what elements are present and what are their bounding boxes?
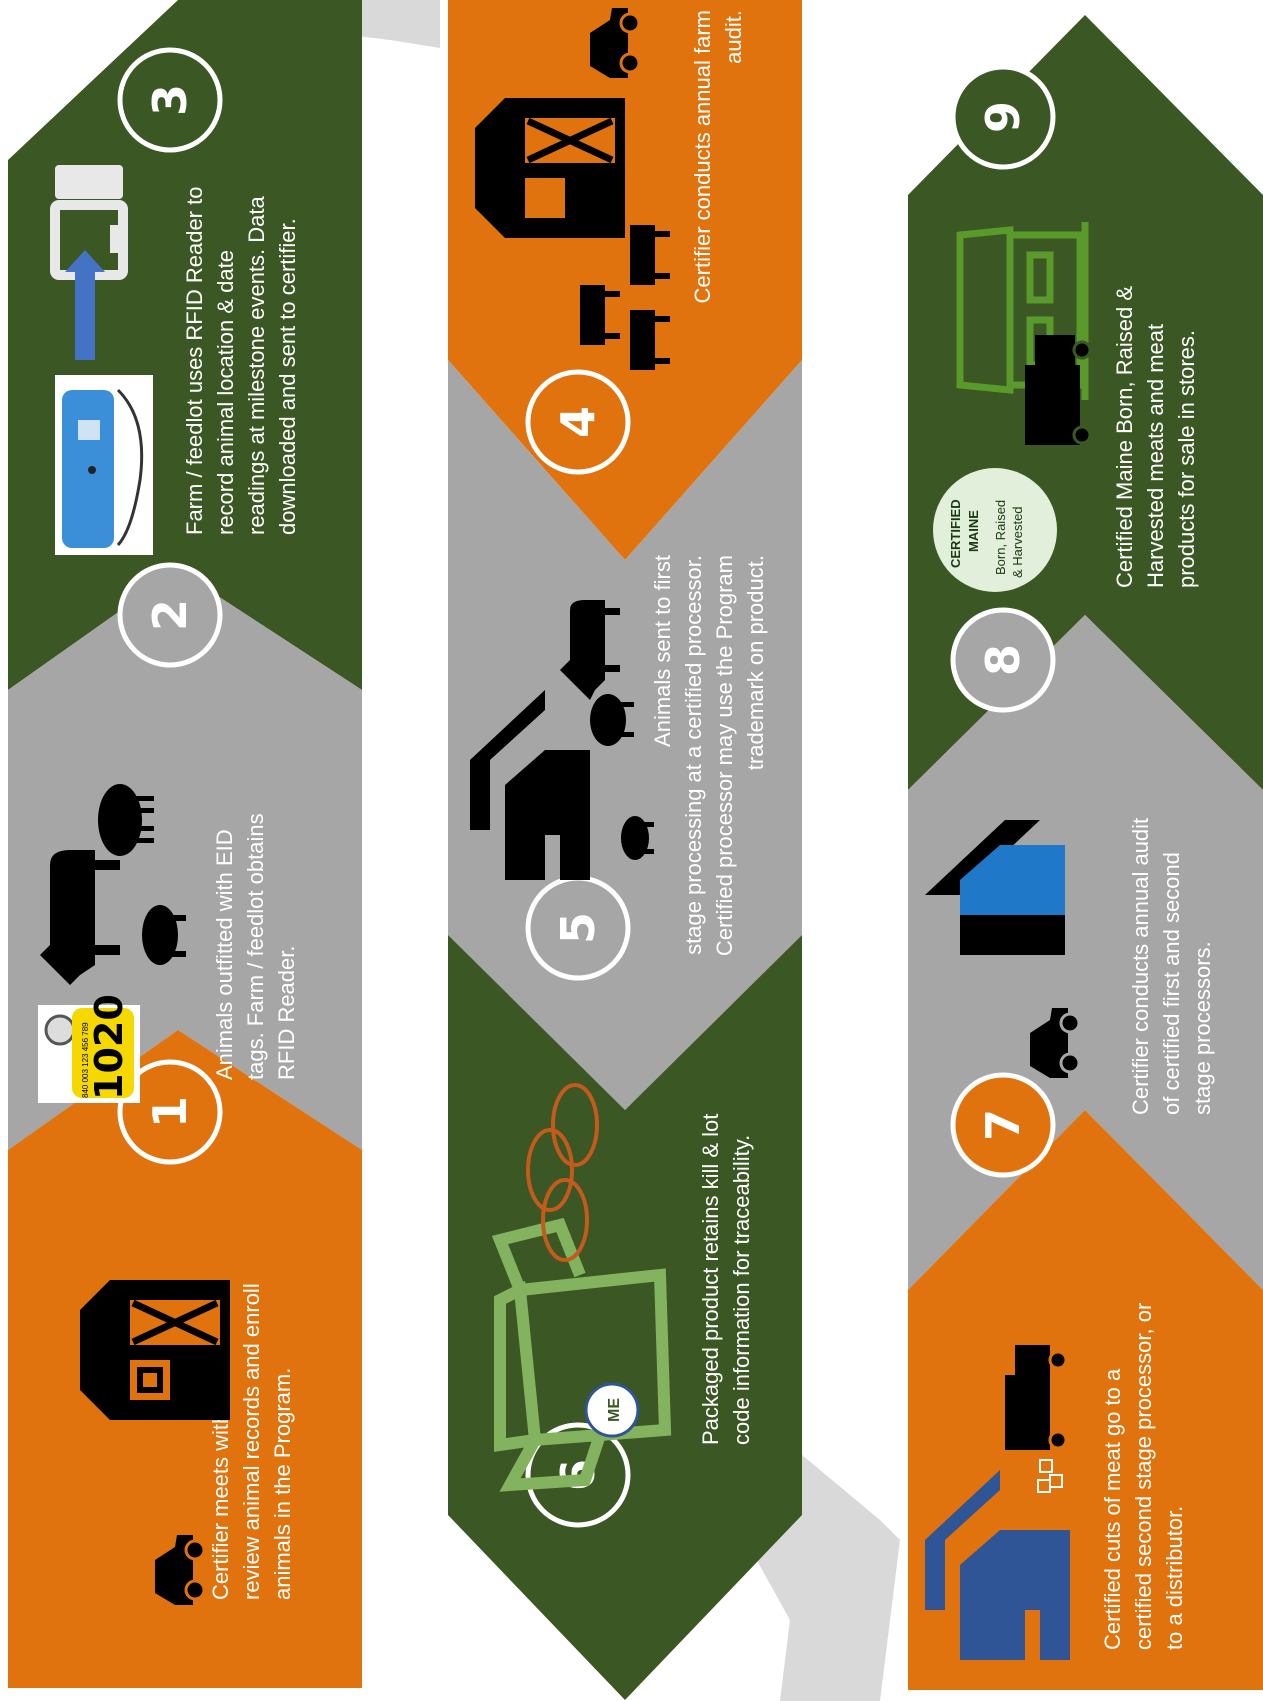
- upload-arrow-icon: [65, 250, 105, 360]
- car-icon: [155, 1535, 206, 1605]
- step-3-text-line: Farm / feedlot uses RFID Reader to: [182, 187, 207, 535]
- truck-icon-9: [1025, 335, 1092, 445]
- step-2-text-line: Animals outfitted with EID: [212, 829, 237, 1080]
- step-7-text-line: certified second stage processor, or: [1131, 1303, 1156, 1650]
- ear-tag-icon: 1020 840 003 123 456 789: [38, 994, 140, 1103]
- pig-icon-5: [621, 816, 654, 860]
- step-1-text-line: animals in the Program.: [270, 1368, 295, 1600]
- step-3-text-line: readings at milestone events. Data: [244, 195, 269, 535]
- panel-6: [448, 935, 802, 1700]
- boxes-icon-7: [1037, 1459, 1063, 1493]
- badge-line1: CERTIFIED: [948, 499, 963, 568]
- ear-tag-number: 1020: [87, 994, 131, 1100]
- step-7-number: 7: [976, 1109, 1030, 1141]
- step-8-text-line: stage processors.: [1190, 941, 1215, 1115]
- step-6-text-line: code information for traceability.: [729, 1135, 754, 1445]
- car-icon-8: [1030, 1008, 1081, 1078]
- panel-9: [908, 15, 1263, 790]
- step-4-number-circle: 4: [525, 369, 631, 475]
- cow-icon-5: [560, 600, 620, 700]
- step-2-number: 2: [143, 599, 197, 631]
- step-1-text-line: review animal records and enroll: [239, 1283, 264, 1600]
- step-9-number: 9: [976, 101, 1030, 133]
- badge-line4: & Harvested: [1010, 506, 1025, 578]
- step-5-text-line: stage processing at a certified processo…: [681, 555, 706, 955]
- processing-plant-icon-8: [925, 820, 1065, 955]
- cattle-group-icon: [580, 225, 670, 370]
- step-4-text-line: audit.: [721, 10, 746, 64]
- sheep-icon: [98, 784, 154, 856]
- step-8-number-circle: 8: [950, 607, 1056, 713]
- pig-icon: [142, 905, 186, 965]
- step-9-text-line: products for sale in stores.: [1174, 330, 1199, 588]
- cow-icon: [40, 850, 120, 985]
- step-1-number-circle: 1: [117, 1059, 223, 1165]
- step-9-text-line: Harvested meats and meat: [1143, 324, 1168, 588]
- badge-line2: MAINE: [966, 510, 981, 552]
- step-5-number-circle: 5: [525, 875, 631, 981]
- processing-plant-icon-7: [925, 1470, 1070, 1660]
- step-2-number-circle: 2: [117, 562, 223, 668]
- ear-tag-code: 840 003 123 456 789: [81, 1022, 90, 1098]
- step-2-text-line: tags. Farm / feedlot obtains: [243, 813, 268, 1080]
- step-3-number: 3: [143, 84, 197, 116]
- step-5-number: 5: [551, 912, 605, 944]
- truck-icon-7: [1005, 1345, 1068, 1450]
- meat-box-icon: ME: [491, 1217, 672, 1492]
- sheep-icon-5: [590, 694, 634, 746]
- step-4-number: 4: [551, 406, 605, 438]
- step-4-text-line: Certifier conducts annual farm: [690, 10, 715, 303]
- step-9-number-circle: 9: [950, 64, 1056, 170]
- car-icon-4: [590, 8, 641, 78]
- step-7-number-circle: 7: [950, 1072, 1056, 1178]
- step-6-text-line: Packaged product retains kill & lot: [698, 1114, 723, 1445]
- processing-plant-icon: [470, 690, 590, 880]
- barn-icon: [80, 1280, 230, 1420]
- step-5-text-line: Certified processor may use the Program: [712, 555, 737, 956]
- meat-cuts-icon: [526, 1083, 599, 1262]
- barn-icon-4: [475, 98, 625, 238]
- step-8-text-line: of certified first and second: [1159, 852, 1184, 1115]
- step-5-text-line: trademark on product.: [743, 555, 768, 770]
- store-icon: [956, 222, 1089, 400]
- box-label: ME: [606, 1398, 623, 1422]
- badge-line3: Born, Raised: [993, 500, 1008, 575]
- step-7-text-line: to a distributor.: [1162, 1506, 1187, 1650]
- step-1-number: 1: [143, 1096, 197, 1128]
- rfid-reader-icon: [55, 375, 153, 555]
- step-7-text-line: Certified cuts of meat go to a: [1100, 1368, 1125, 1650]
- step-5-text-line: Animals sent to first: [650, 555, 675, 747]
- step-9-description: Certified Maine Born, Raised &Harvested …: [1112, 286, 1199, 588]
- column-3: [908, 15, 1263, 1690]
- step-8-number: 8: [976, 644, 1030, 676]
- certified-badge: CERTIFIED MAINE Born, Raised & Harvested: [933, 468, 1057, 592]
- step-3-text-line: downloaded and sent to certifier.: [275, 218, 300, 535]
- step-9-text-line: Certified Maine Born, Raised &: [1112, 286, 1137, 588]
- step-2-text-line: RFID Reader.: [274, 946, 299, 1081]
- step-3-text-line: record animal location & date: [213, 250, 238, 535]
- step-8-text-line: Certifier conducts annual audit: [1128, 818, 1153, 1115]
- step-3-number-circle: 3: [117, 47, 223, 153]
